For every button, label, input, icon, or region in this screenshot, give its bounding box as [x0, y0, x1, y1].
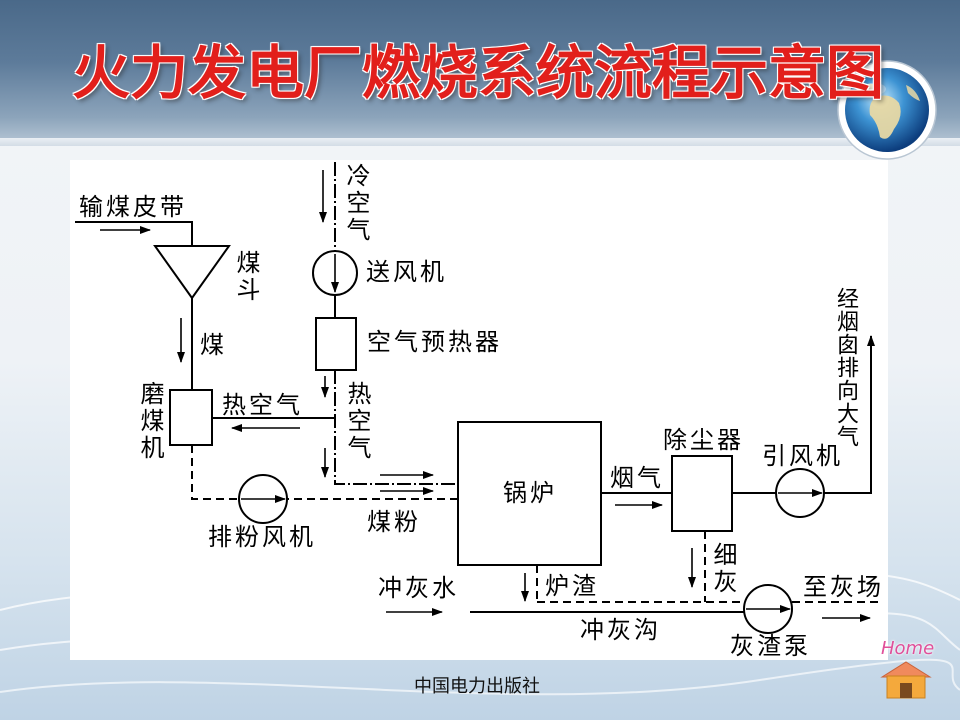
coal-hopper-shape	[153, 245, 231, 300]
home-icon	[880, 661, 932, 699]
label-pulverized-coal: 煤粉	[367, 508, 421, 536]
label-cold-air: 冷空气	[342, 163, 370, 244]
label-induced-draft-fan: 引风机	[762, 442, 843, 470]
label-coal-mill: 磨煤机	[136, 381, 164, 462]
label-hot-air: 热空气	[343, 381, 371, 462]
coal-mill-box	[169, 389, 213, 446]
label-exhauster-fan: 排粉风机	[208, 523, 316, 551]
label-slag: 炉渣	[545, 572, 599, 600]
label-slag-pump: 灰渣泵	[730, 632, 811, 660]
label-coal-hopper: 煤斗	[232, 250, 260, 304]
diagram-canvas	[70, 160, 888, 660]
publisher-footer: 中国电力出版社	[414, 676, 540, 697]
label-to-atmosphere: 经烟囱排向大气	[833, 287, 858, 448]
label-fine-ash: 细灰	[709, 542, 737, 596]
home-button[interactable]: Home	[878, 636, 936, 702]
label-to-ash-yard: 至灰场	[803, 573, 884, 601]
globe-icon	[837, 60, 937, 160]
home-label: Home	[881, 638, 935, 659]
slide-title: 火力发电厂燃烧系统流程示意图	[72, 39, 885, 107]
label-sluice-water: 冲灰水	[378, 574, 459, 602]
label-flue-gas: 烟气	[610, 464, 664, 492]
label-boiler: 锅炉	[503, 479, 557, 507]
chimney-line	[824, 335, 875, 494]
label-forced-draft-fan: 送风机	[366, 258, 447, 286]
header-divider	[0, 138, 960, 146]
air-preheater-box	[315, 317, 357, 371]
label-ash-trench: 冲灰沟	[580, 616, 661, 644]
label-hot-air-to-mill: 热空气	[222, 391, 303, 419]
header-band	[0, 0, 960, 138]
label-air-preheater: 空气预热器	[367, 328, 502, 356]
dust-collector-box	[671, 455, 733, 532]
label-coal: 煤	[200, 331, 227, 359]
label-coal-belt: 输煤皮带	[79, 193, 187, 221]
coal-conveyor-line	[75, 221, 193, 246]
pulverized-coal-line	[191, 445, 458, 500]
hot-air-line	[334, 370, 458, 485]
label-dust-collector: 除尘器	[663, 426, 744, 454]
